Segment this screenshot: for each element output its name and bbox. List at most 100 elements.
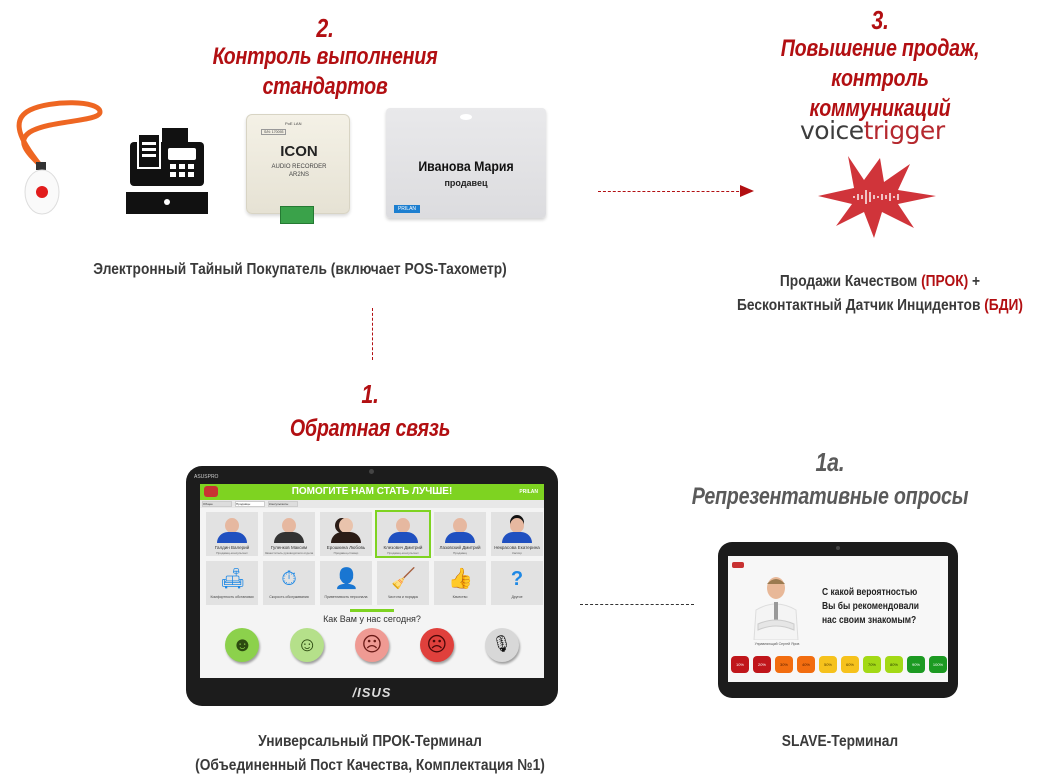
armchair-icon: 🛋 (220, 568, 246, 590)
staff-name: Галдин Валерий (214, 545, 250, 550)
scale-button-20[interactable]: 20% (753, 656, 771, 673)
progress-indicator (350, 609, 394, 612)
section-1-number: 1. (361, 379, 379, 409)
staff-role: Продавец (453, 551, 467, 555)
voicetrigger-logo-part2: trigger (863, 116, 945, 145)
broom-icon: 🧹 (391, 568, 416, 590)
category-card[interactable]: ⏱ Скорость обслуживания (263, 561, 315, 605)
tab-sellers[interactable]: Продавцы (235, 501, 265, 507)
avatar (510, 518, 524, 533)
category-label: Другое (511, 595, 523, 599)
prok-terminal-caption: Универсальный ПРОК-Терминал (Объединенны… (155, 730, 585, 778)
avatar-body (331, 532, 361, 543)
avatar (339, 518, 353, 533)
terminal-logo (204, 486, 218, 497)
voicetrigger-logo: voicetrigger (800, 116, 945, 145)
microphone-button[interactable]: 🎙 (484, 628, 519, 662)
scale-button-60[interactable]: 60% (841, 656, 859, 673)
person-icon: 👤 (334, 568, 359, 590)
connector-arrow-to-voicetrigger (598, 191, 744, 192)
section-1a-number: 1a. (815, 447, 845, 477)
section-3-number: 3. (871, 5, 889, 35)
nps-scale: 10% 20% 30% 40% 50% 60% 70% 80% 90% 100% (731, 656, 947, 673)
section-1-heading: 1. Обратная связь (288, 380, 452, 444)
avatar (282, 518, 296, 533)
sales-caption-text: Продажи Качеством (779, 273, 922, 290)
tab-consultants[interactable]: Консультанты (268, 501, 298, 507)
staff-role: Кассир (512, 551, 522, 555)
badge-role: продавец (444, 178, 488, 188)
category-label: Скорость обслуживания (269, 595, 309, 599)
scale-button-100[interactable]: 100% (929, 656, 947, 673)
tab-general[interactable]: Общее (202, 501, 232, 507)
recorder-terminal-block (280, 206, 314, 224)
avatar (225, 518, 239, 533)
very-sad-face-button[interactable]: ☹ (419, 628, 454, 662)
voicetrigger-logo-part1: voice (800, 116, 864, 145)
staff-role: Заместитель руководителя отдела (264, 551, 314, 555)
category-card[interactable]: 🧹 Чистота и порядок (377, 561, 429, 605)
terminal-header-title: ПОМОГИТЕ НАМ СТАТЬ ЛУЧШЕ! (291, 486, 453, 497)
manager-photo (753, 577, 799, 640)
happy-face-button[interactable]: ☺ (290, 628, 325, 662)
category-card[interactable]: ? Другое (491, 561, 543, 605)
connector-vertical (372, 308, 373, 360)
section-1-title: Обратная связь (289, 415, 451, 442)
prok-terminal-caption-line2: (Объединенный Пост Качества, Комплектаци… (195, 757, 545, 774)
terminal-header: ПОМОГИТЕ НАМ СТАТЬ ЛУЧШЕ! PRILAN (200, 484, 544, 500)
category-label: Качество (452, 595, 468, 599)
scale-button-80[interactable]: 80% (885, 656, 903, 673)
prok-terminal-caption-line1: Универсальный ПРОК-Терминал (258, 733, 482, 750)
question-icon: ? (510, 568, 524, 590)
scale-button-90[interactable]: 90% (907, 656, 925, 673)
manager-caption: Управляющий Сергей Яров (754, 642, 800, 646)
recorder-body: PoE LAN S/N: 170093 ICON AUDIO RECORDER … (246, 114, 350, 214)
recorder-model: AUDIO RECORDER AR2NS (247, 163, 351, 179)
category-card[interactable]: 👍 Качество (434, 561, 486, 605)
category-card[interactable]: 🛋 Комфортность обстановки (206, 561, 258, 605)
scale-button-10[interactable]: 10% (731, 656, 749, 673)
tablet-brand: ASUSPRO (194, 474, 219, 480)
category-label: Чистота и порядок (387, 595, 419, 599)
bdi-abbrev: (БДИ) (984, 297, 1023, 314)
avatar (396, 518, 410, 533)
category-label: Комфортность обстановки (210, 595, 254, 599)
section-3-title-line2: контроль коммуникаций (809, 65, 951, 122)
section-2-number: 2. (316, 13, 334, 43)
very-happy-face-button[interactable]: ☻ (225, 628, 260, 662)
staff-role: Продавец-консультант (387, 551, 419, 555)
prok-terminal: ASUSPRO ПОМОГИТЕ НАМ СТАТЬ ЛУЧШЕ! PRILAN… (186, 466, 558, 706)
section-2-title: Контроль выполнения стандартов (212, 43, 438, 100)
section-3-title-line1: Повышение продаж, (780, 35, 980, 62)
scale-button-40[interactable]: 40% (797, 656, 815, 673)
sales-caption-line2: Бесконтактный Датчик Инцидентов (БДИ) (725, 294, 1035, 318)
panic-button-pendant-icon (16, 100, 103, 215)
scale-button-30[interactable]: 30% (775, 656, 793, 673)
slave-terminal-caption: SLAVE-Терминал (781, 733, 899, 750)
stopwatch-icon: ⏱ (281, 568, 297, 590)
badge-name: Иванова Мария (418, 158, 514, 174)
scale-button-70[interactable]: 70% (863, 656, 881, 673)
recorder-serial: S/N: 170093 (261, 129, 287, 135)
section-1a-heading: 1a. Репрезентативные опросы (691, 448, 970, 512)
thumbs-up-icon: 👍 (448, 568, 473, 590)
camera-icon (836, 546, 840, 550)
slave-screen: Управляющий Сергей Яров С какой вероятно… (728, 556, 948, 682)
staff-name: Лазовский Дмитрий (439, 545, 481, 550)
sad-face-button[interactable]: ☹ (354, 628, 389, 662)
category-card[interactable]: 👤Приветливость персонала (320, 561, 372, 605)
arrow-head-icon (740, 185, 754, 197)
nps-question: С какой вероятностью Вы бы рекомендовали… (822, 587, 919, 626)
section-3-heading: 3. Повышение продаж, контроль коммуникац… (765, 6, 995, 124)
scale-button-50[interactable]: 50% (819, 656, 837, 673)
avatar-body (388, 532, 418, 543)
badge-hole (460, 114, 472, 120)
slave-terminal: Управляющий Сергей Яров С какой вероятно… (718, 542, 958, 698)
